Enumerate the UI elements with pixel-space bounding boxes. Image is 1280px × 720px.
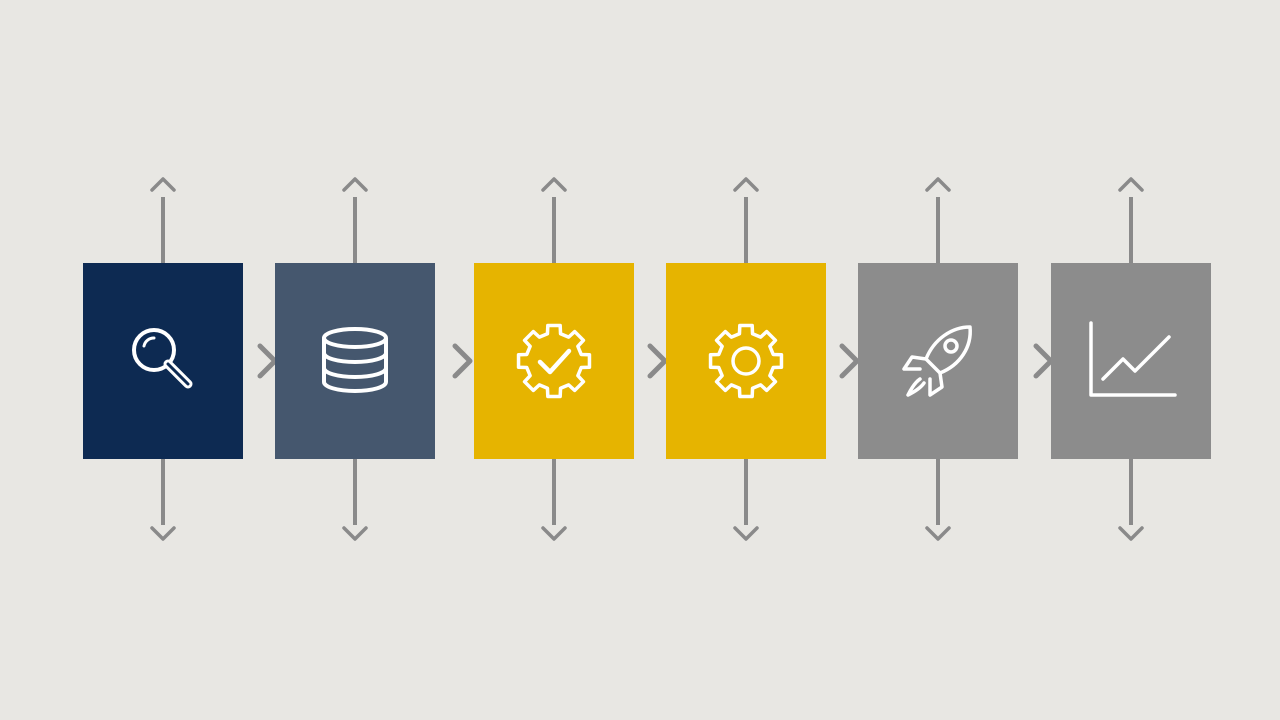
step-tile: [83, 263, 243, 459]
step-5: [858, 175, 1018, 545]
chevron-right-icon: [452, 343, 473, 379]
gear-check-icon: [516, 323, 592, 399]
magnifier-icon: [132, 328, 193, 389]
arrow-up-icon: [342, 177, 368, 192]
arrow-up-icon: [1118, 177, 1144, 192]
arrow-up-icon: [733, 177, 759, 192]
step-4: [666, 175, 826, 545]
line-chart-icon: [1089, 321, 1177, 397]
step-tile: [666, 263, 826, 459]
connector-up: [161, 197, 165, 263]
step-1: [83, 175, 243, 545]
arrow-down-icon: [541, 526, 567, 541]
connector-up: [744, 197, 748, 263]
step-3: [474, 175, 634, 545]
arrow-down-icon: [925, 526, 951, 541]
arrow-down-icon: [733, 526, 759, 541]
rocket-icon: [902, 325, 972, 397]
database-icon: [322, 327, 388, 393]
step-tile: [1051, 263, 1211, 459]
arrow-up-icon: [150, 177, 176, 192]
step-6: [1051, 175, 1211, 545]
connector-up: [353, 197, 357, 263]
step-tile: [275, 263, 435, 459]
chevron-right-icon: [647, 343, 668, 379]
arrow-up-icon: [541, 177, 567, 192]
arrow-down-icon: [1118, 526, 1144, 541]
arrow-down-icon: [150, 526, 176, 541]
connector-down: [1129, 459, 1133, 525]
gear-outline: [708, 323, 784, 399]
step-2: [275, 175, 435, 545]
connector-down: [161, 459, 165, 525]
step-tile: [474, 263, 634, 459]
connector-up: [1129, 197, 1133, 263]
connector-down: [552, 459, 556, 525]
gear-outline: [516, 323, 592, 399]
gear-icon: [708, 323, 784, 399]
arrow-up-icon: [925, 177, 951, 192]
connector-up: [936, 197, 940, 263]
connector-up: [552, 197, 556, 263]
connector-down: [353, 459, 357, 525]
connector-down: [936, 459, 940, 525]
step-tile: [858, 263, 1018, 459]
connector-down: [744, 459, 748, 525]
arrow-down-icon: [342, 526, 368, 541]
chevron-right-icon: [839, 343, 860, 379]
